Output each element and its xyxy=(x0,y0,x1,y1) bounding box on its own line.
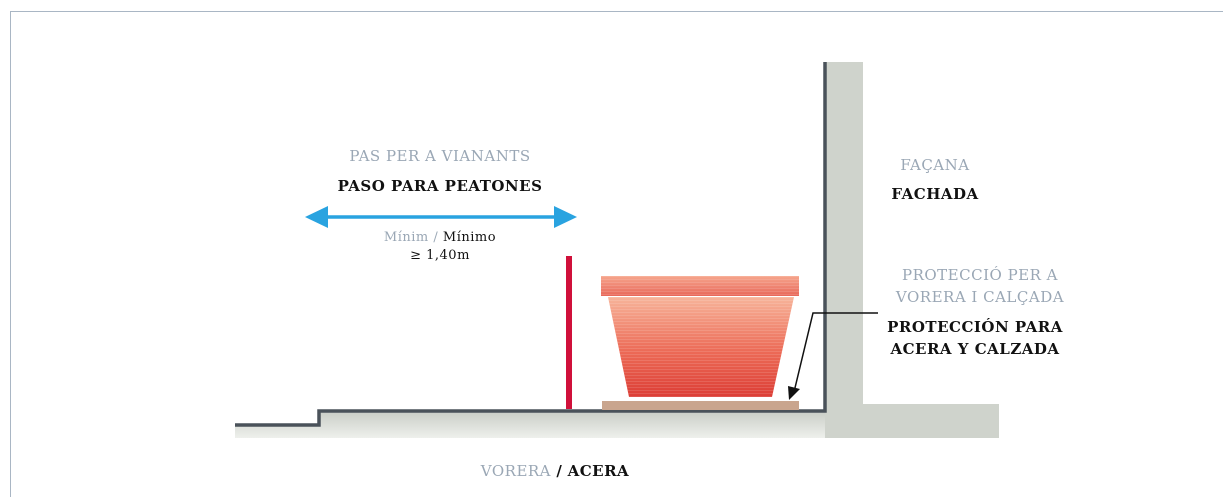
protection-label-catalan-line2: VORERA I CALÇADA xyxy=(895,288,1065,306)
protection-label-spanish-line2: ACERA Y CALZADA xyxy=(890,340,1060,358)
facade-wall xyxy=(825,62,999,438)
sidewalk-ground xyxy=(235,411,825,438)
facade-label-catalan: FAÇANA xyxy=(900,156,970,174)
protection-pointer-arrow xyxy=(788,312,878,400)
walkway-label-spanish: PASO PARA PEATONES xyxy=(337,177,543,195)
protection-label-catalan-line1: PROTECCIÓ PER A xyxy=(901,266,1059,284)
facade-label-spanish: FACHADA xyxy=(891,185,979,203)
bollard xyxy=(566,256,572,409)
sidewalk-label-spanish: ACERA xyxy=(567,462,630,480)
minimum-label-spanish: Mínimo xyxy=(442,230,497,245)
walkway-width-arrow xyxy=(305,206,577,228)
minimum-separator: / xyxy=(433,230,439,245)
sidewalk-label-catalan: VORERA xyxy=(480,462,552,480)
minimum-width-label: Mínim / Mínimo xyxy=(285,230,595,245)
walkway-label-catalan: PAS PER A VIANANTS xyxy=(349,147,531,165)
ground-outline xyxy=(235,62,827,427)
protection-label-spanish-line1: PROTECCIÓN PARA xyxy=(887,318,1063,336)
planter-base-plate xyxy=(602,401,799,410)
planter-pot-texture xyxy=(608,297,794,397)
diagram-frame xyxy=(10,11,1223,497)
sidewalk-separator: / xyxy=(556,462,563,480)
minimum-width-value: ≥ 1,40m xyxy=(410,248,470,263)
sidewalk-label: VORERA / ACERA xyxy=(430,462,680,480)
minimum-label-catalan: Mínim xyxy=(383,230,429,245)
